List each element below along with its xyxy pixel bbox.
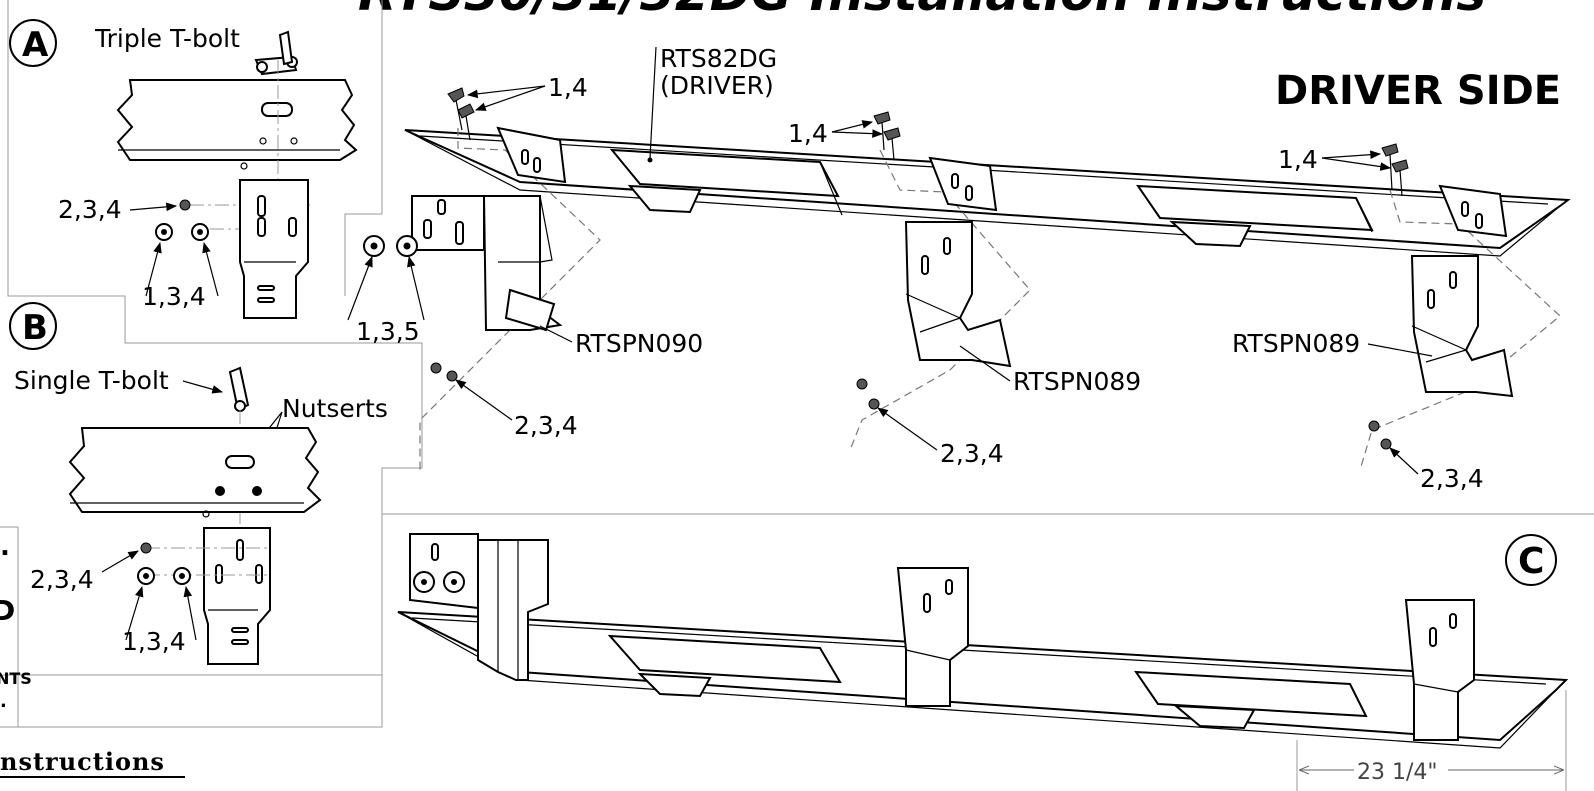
- bolt-group-3: 1,4: [1278, 143, 1409, 197]
- part-label-line1: RTS82DG: [660, 44, 777, 73]
- bracket-b: [146, 527, 271, 665]
- panel-c-letter: C: [1518, 541, 1544, 582]
- triple-tbolt: [254, 30, 298, 76]
- page-title: RTS30/31/32DG Installation Instructions: [358, 0, 1486, 22]
- panel-a: A Triple T-bolt: [9, 19, 358, 319]
- assembled-bracket-mid: [896, 567, 969, 707]
- assembled-bracket-front: [409, 533, 549, 681]
- footer-instructions: nstructions: [0, 747, 165, 776]
- assembled-bracket-rear: [1404, 599, 1475, 741]
- dimension-label: 23 1/4": [1357, 760, 1438, 785]
- bracket-front-label: RTSPN090: [575, 329, 703, 358]
- triple-tbolt-label: Triple T-bolt: [94, 24, 240, 53]
- nut-main-label-1: 2,3,4: [514, 411, 578, 440]
- driver-side-label: DRIVER SIDE: [1275, 68, 1561, 114]
- washer-main-label: 1,3,5: [356, 317, 420, 346]
- bracket-mid-label: RTSPN089: [1013, 367, 1141, 396]
- nut-main-label-3: 2,3,4: [1420, 464, 1484, 493]
- bracket-rtspn089-mid: [904, 156, 1012, 368]
- clipped-dot: .: [0, 532, 10, 562]
- washer-b-2-hole: [179, 573, 185, 579]
- washer-a-1-hole: [161, 229, 167, 235]
- bolt-group-2: 1,4: [788, 111, 901, 161]
- washer-b-label: 1,3,4: [122, 627, 186, 656]
- clipped-d: D: [0, 594, 15, 627]
- washer-a-2-hole: [197, 229, 203, 235]
- nut-group-2: 2,3,4: [856, 378, 1004, 468]
- panel-a-badge: [9, 19, 57, 67]
- panel-b-letter: B: [22, 308, 48, 348]
- washer-main-1-hole: [370, 242, 378, 250]
- rail-section-b: [68, 427, 322, 518]
- washer-b-1-hole: [143, 573, 149, 579]
- left-clipped-notes: . D NTS . nstructions: [0, 532, 185, 778]
- nut-group-3: 2,3,4: [1368, 420, 1484, 493]
- rail-section-a: [116, 60, 358, 310]
- washer-main-2-hole: [403, 242, 411, 250]
- bolt-group-1: 1,4: [447, 73, 588, 141]
- nut-a-label: 2,3,4: [58, 195, 122, 224]
- nut-b: [140, 542, 152, 554]
- bracket-rear-label: RTSPN089: [1232, 329, 1360, 358]
- panel-a-letter: A: [22, 25, 49, 65]
- bolt-label-3: 1,4: [1278, 145, 1318, 174]
- nut-b-label: 2,3,4: [30, 565, 94, 594]
- panel-c: C: [397, 533, 1569, 791]
- assembled-running-board: [397, 611, 1569, 749]
- panel-c-badge: [1505, 534, 1557, 586]
- panel-borders: [0, 0, 1594, 728]
- nut-a: [179, 199, 191, 211]
- bolt-label-1: 1,4: [548, 73, 588, 102]
- nutserts-label: Nutserts: [282, 394, 388, 423]
- nut-main-label-2: 2,3,4: [940, 439, 1004, 468]
- panel-b: B Single T-bolt Nutserts: [9, 302, 388, 665]
- part-label-line2: (DRIVER): [660, 71, 774, 100]
- nut-group-1: 2,3,4: [430, 362, 578, 440]
- washer-a-label: 1,3,4: [142, 282, 206, 311]
- dimension-23-1-4: 23 1/4": [1296, 690, 1567, 791]
- bracket-a: [239, 179, 309, 319]
- main-exploded-view: DRIVER SIDE RTS82DG (DRIVER) 1,4: [347, 44, 1571, 493]
- panel-b-badge: [9, 302, 57, 350]
- clipped-nts: NTS: [0, 669, 32, 688]
- bracket-rtspn090: [411, 126, 567, 332]
- bolt-label-2: 1,4: [788, 119, 828, 148]
- single-tbolt-label: Single T-bolt: [14, 366, 169, 395]
- clipped-period: .: [0, 691, 7, 712]
- bracket-rtspn089-rear: [1410, 184, 1514, 398]
